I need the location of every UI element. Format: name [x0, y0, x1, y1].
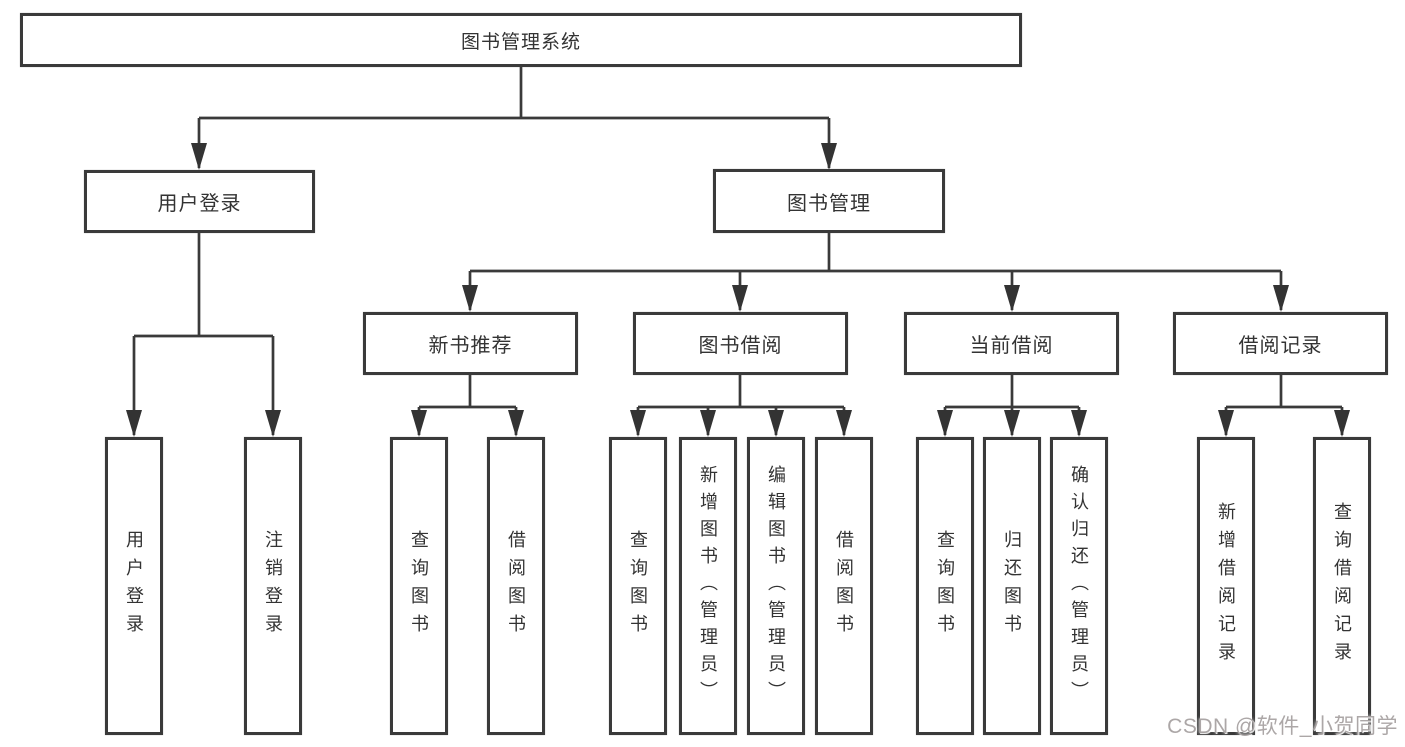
leaf-borrow-borrow: 借阅图书: [815, 437, 873, 735]
arrowhead: [700, 410, 716, 437]
node-current-borrow: 当前借阅: [904, 312, 1119, 375]
arrowhead: [508, 410, 524, 437]
arrowhead: [462, 285, 478, 312]
leaf-newbooks-query: 查询图书: [390, 437, 448, 735]
arrowhead: [768, 410, 784, 437]
node-new-book-recommend: 新书推荐: [363, 312, 578, 375]
arrowhead: [821, 143, 837, 170]
arrowhead: [126, 410, 142, 437]
arrowhead: [411, 410, 427, 437]
arrowhead: [1334, 410, 1350, 437]
arrowhead: [191, 143, 207, 170]
leaf-records-add: 新增借阅记录: [1197, 437, 1255, 735]
leaf-user-login: 用户登录: [105, 437, 163, 735]
leaf-borrow-query: 查询图书: [609, 437, 667, 735]
node-user-login: 用户登录: [84, 170, 315, 233]
arrowhead: [1218, 410, 1234, 437]
node-book-borrow: 图书借阅: [633, 312, 848, 375]
arrowhead: [1004, 285, 1020, 312]
arrowhead: [937, 410, 953, 437]
arrowhead: [1004, 410, 1020, 437]
arrowhead: [630, 410, 646, 437]
arrowhead: [732, 285, 748, 312]
arrowhead: [265, 410, 281, 437]
node-book-management: 图书管理: [713, 169, 945, 233]
arrowhead: [1273, 285, 1289, 312]
arrowhead: [1071, 410, 1087, 437]
leaf-borrow-add-admin: 新增图书（管理员）: [679, 437, 737, 735]
arrowhead: [836, 410, 852, 437]
leaf-current-query: 查询图书: [916, 437, 974, 735]
node-root: 图书管理系统: [20, 13, 1022, 67]
leaf-borrow-edit-admin: 编辑图书（管理员）: [747, 437, 805, 735]
leaf-newbooks-borrow: 借阅图书: [487, 437, 545, 735]
leaf-logout: 注销登录: [244, 437, 302, 735]
tree-edges: [132, 67, 1344, 435]
leaf-current-return: 归还图书: [983, 437, 1041, 735]
csdn-watermark: CSDN @软件_小贺同学: [1167, 715, 1398, 738]
arrowheads: [126, 143, 1350, 437]
node-borrow-records: 借阅记录: [1173, 312, 1388, 375]
leaf-records-query: 查询借阅记录: [1313, 437, 1371, 735]
leaf-current-confirm-admin: 确认归还（管理员）: [1050, 437, 1108, 735]
